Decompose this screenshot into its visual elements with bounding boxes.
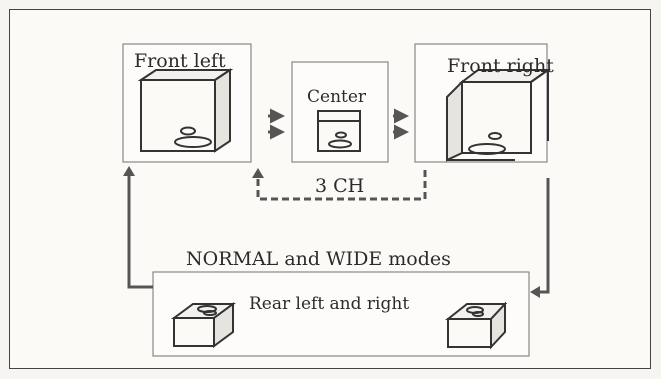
- normal-wide-loop: [127, 174, 550, 294]
- center-speaker-icon: [317, 110, 361, 152]
- loop-arrowhead-rear: [530, 286, 540, 298]
- front-right-speaker-icon: [446, 69, 552, 162]
- arrows-center-to-right: [393, 108, 409, 140]
- modes-label: NORMAL and WIDE modes: [186, 248, 451, 270]
- rear-label: Rear left and right: [249, 294, 410, 314]
- front-right-label: Front right: [447, 55, 554, 77]
- arrows-left-to-center: [268, 108, 285, 140]
- front-left-label: Front left: [134, 50, 226, 72]
- three-ch-dashed-path: [256, 170, 427, 201]
- three-ch-arrowhead: [252, 168, 264, 178]
- front-left-speaker-icon: [137, 68, 234, 153]
- center-label: Center: [307, 87, 367, 107]
- three-ch-label: 3 CH: [311, 175, 369, 197]
- loop-arrowhead-front-left: [123, 166, 135, 176]
- rear-right-speaker-icon: [445, 301, 508, 350]
- rear-left-speaker-icon: [170, 302, 237, 348]
